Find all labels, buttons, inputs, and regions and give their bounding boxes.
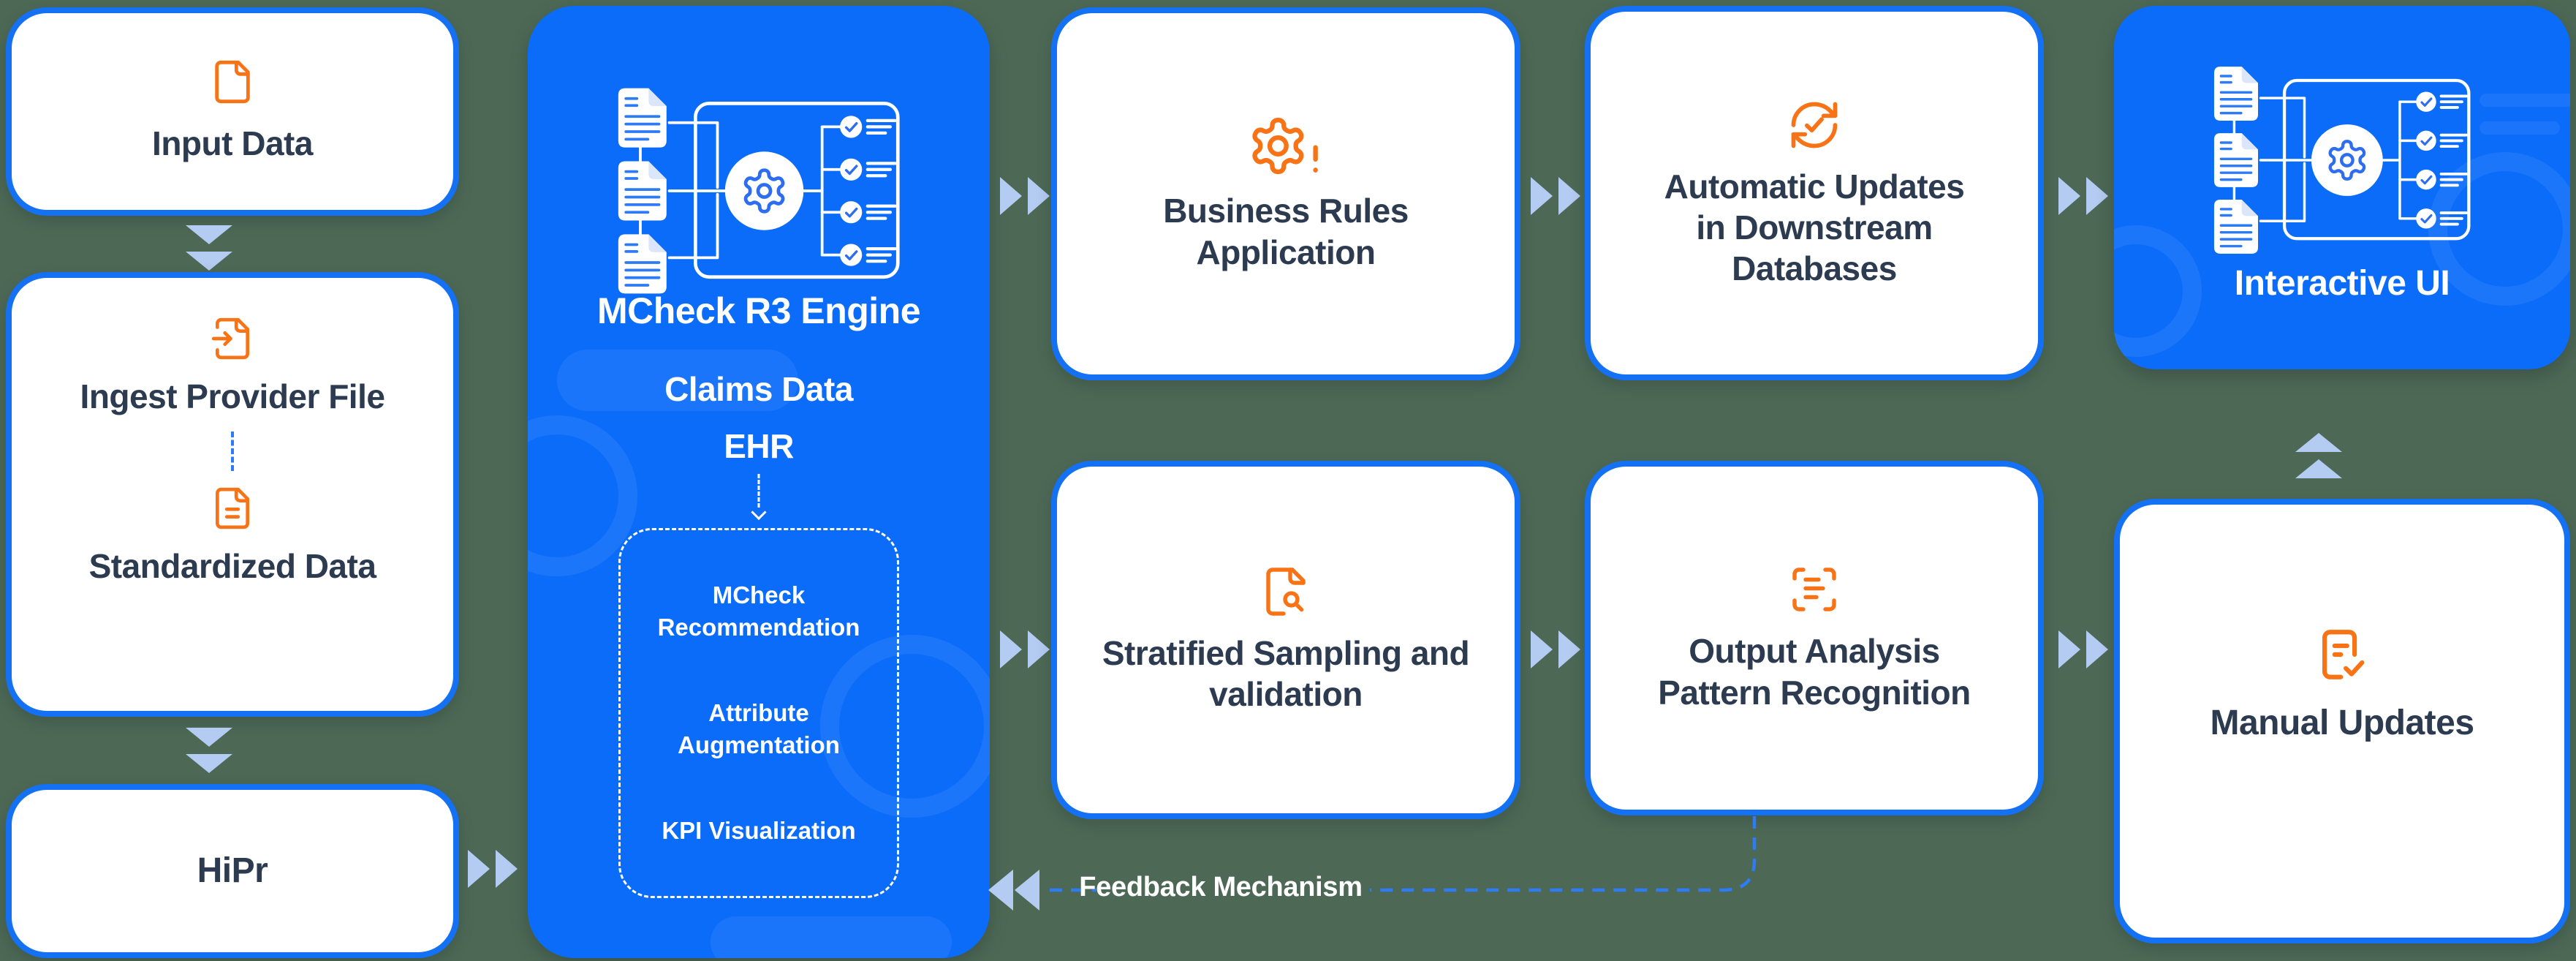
decoration (711, 916, 952, 958)
clipboard-check-icon (2312, 625, 2372, 685)
engine-title: MCheck R3 Engine (596, 290, 921, 331)
double-chevron-right-icon (1000, 177, 1050, 215)
double-chevron-right-icon (1000, 630, 1050, 668)
node-manual-updates: Manual Updates (2114, 499, 2570, 943)
gear-alert-icon (1247, 115, 1325, 177)
file-icon (209, 59, 256, 105)
file-search-icon (1259, 565, 1312, 618)
engine-module: MCheck Recommendation (657, 581, 860, 641)
engine-input-ehr: EHR (724, 427, 794, 465)
node-hipr: HiPr (6, 784, 459, 958)
file-text-icon (210, 486, 255, 531)
sync-check-icon (1787, 97, 1842, 153)
feedback-dashed-path (988, 816, 1757, 911)
file-import-icon (210, 316, 255, 361)
double-chevron-right-icon (1531, 177, 1580, 215)
node-interactive-ui: Interactive UI (2114, 6, 2570, 369)
dashed-arrow-down-icon (751, 474, 767, 521)
node-output-analysis: Output Analysis Pattern Recognition (1585, 461, 2044, 815)
double-chevron-left-icon (988, 870, 1039, 911)
engine-modules-box: MCheck Recommendation Attribute Augmenta… (618, 528, 899, 898)
double-chevron-down-icon (186, 225, 232, 271)
feedback-label: Feedback Mechanism (1079, 872, 1363, 902)
node-business-rules: Business Rules Application (1051, 7, 1520, 380)
double-chevron-right-icon (2058, 630, 2108, 668)
node-mcheck-r3-engine: MCheck R3 Engine Claims Data EHR MCheck … (528, 6, 990, 958)
node-label: Stratified Sampling and validation (1102, 633, 1470, 713)
decoration (2480, 94, 2570, 107)
dashed-connector-line (231, 431, 234, 472)
scan-text-icon (1788, 563, 1841, 616)
node-input-data: Input Data (6, 7, 459, 216)
node-stratified-sampling: Stratified Sampling and validation (1051, 461, 1520, 819)
node-label: Interactive UI (2234, 264, 2450, 303)
node-automatic-updates: Automatic Updates in Downstream Database… (1585, 6, 2044, 380)
node-label: Business Rules Application (1163, 192, 1409, 271)
engine-module: Attribute Augmentation (678, 699, 840, 758)
double-chevron-right-icon (468, 850, 518, 888)
node-label: Input Data (152, 124, 313, 163)
node-label: Automatic Updates in Downstream Database… (1664, 167, 1965, 288)
node-ingest-standardized: Ingest Provider File Standardized Data (6, 272, 459, 717)
documents-gear-checklist-illustration (2209, 63, 2475, 257)
engine-input-claims: Claims Data (664, 370, 853, 408)
node-label: Manual Updates (2210, 703, 2474, 742)
node-label: Ingest Provider File (80, 377, 385, 415)
documents-gear-checklist-illustration (613, 84, 905, 298)
double-chevron-right-icon (2058, 177, 2108, 215)
double-chevron-up-icon (2295, 433, 2342, 478)
decoration (2480, 121, 2560, 135)
engine-module: KPI Visualization (662, 817, 856, 845)
node-label: Output Analysis Pattern Recognition (1658, 632, 1971, 712)
double-chevron-down-icon (186, 728, 232, 773)
node-label: Standardized Data (88, 547, 376, 586)
node-label: HiPr (197, 851, 268, 890)
double-chevron-right-icon (1531, 630, 1580, 668)
